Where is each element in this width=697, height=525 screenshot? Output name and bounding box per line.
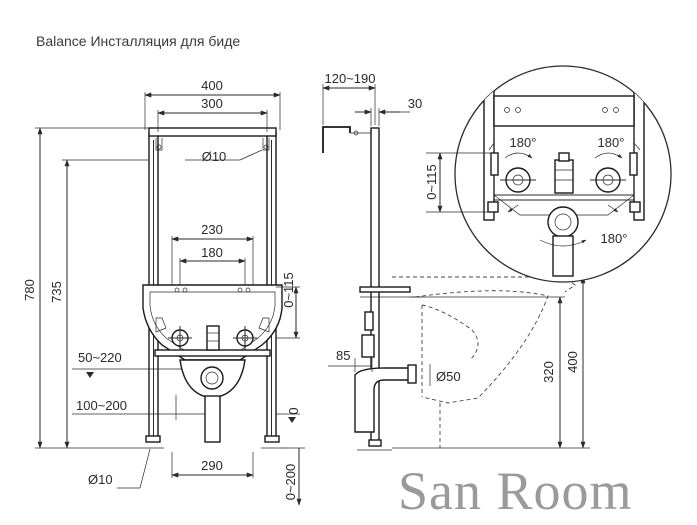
right-water-fitting xyxy=(233,326,257,350)
detail-rot-left: 180° xyxy=(510,135,537,150)
detail-rot-right: 180° xyxy=(598,135,625,150)
wall-bracket xyxy=(322,126,351,153)
center-valve xyxy=(206,325,220,351)
dim-foot-d10: Ø10 xyxy=(88,472,113,487)
dim-0-115-front: 0~115 xyxy=(281,272,296,308)
dim-100-200: 100~200 xyxy=(76,398,127,413)
left-water-fitting xyxy=(168,326,192,350)
dim-d10-top: Ø10 xyxy=(202,149,227,164)
detail-rot-bottom: 180° xyxy=(601,231,628,246)
dim-0-front: 0 xyxy=(286,407,301,414)
drain-pipe xyxy=(204,395,221,443)
dim-d50: Ø50 xyxy=(436,369,461,384)
drawing-title: Balance Инсталляция для биде xyxy=(36,33,241,49)
dim-180: 180 xyxy=(201,245,223,260)
front-view: 400 300 Ø10 230 180 780 xyxy=(22,78,305,506)
side-view: 120~190 30 85 Ø50 320 400 xyxy=(322,71,590,451)
dim-120-190: 120~190 xyxy=(325,71,376,86)
dim-735: 735 xyxy=(49,281,64,303)
dim-300: 300 xyxy=(201,96,223,111)
dim-400-side: 400 xyxy=(565,351,580,373)
watermark-text: San Room xyxy=(398,461,633,521)
detail-view: 180° 180° 180° 0~115 xyxy=(424,65,672,283)
dim-0-200: 0~200 xyxy=(283,464,298,501)
top-crossbar xyxy=(148,127,277,137)
dim-0-115-detail: 0~115 xyxy=(424,164,439,200)
dim-290: 290 xyxy=(201,458,223,473)
drain-outlet xyxy=(200,366,224,390)
bidet-top-outline xyxy=(392,276,576,293)
dim-780: 780 xyxy=(22,279,37,301)
bidet-bowl-outline xyxy=(414,290,549,404)
dim-30: 30 xyxy=(408,96,422,111)
dim-230: 230 xyxy=(201,222,223,237)
dim-85: 85 xyxy=(336,348,350,363)
drain-elbow xyxy=(354,367,411,433)
dim-50-220: 50~220 xyxy=(78,350,122,365)
dim-400: 400 xyxy=(201,78,223,93)
dim-320: 320 xyxy=(541,361,556,383)
